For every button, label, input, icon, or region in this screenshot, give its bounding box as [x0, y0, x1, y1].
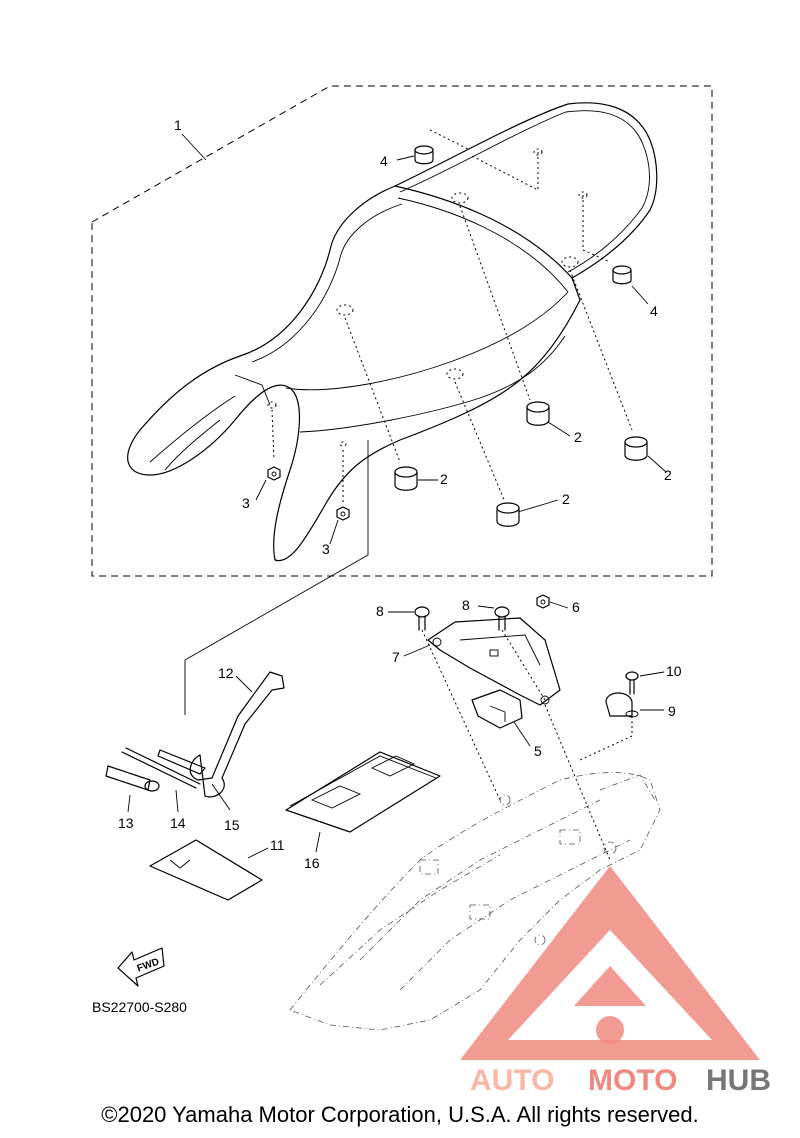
hook-wrench-part — [189, 671, 285, 798]
small-damper-parts — [414, 145, 632, 285]
drawing-code: BS22700-S280 — [92, 999, 187, 1015]
callout-12: 12 — [218, 665, 234, 681]
callout-7: 7 — [392, 649, 400, 665]
owners-manual-part — [285, 751, 441, 833]
callout-14: 14 — [170, 815, 186, 831]
screwdriver-part — [105, 747, 201, 792]
copyright-notice: ©2020 Yamaha Motor Corporation, U.S.A. A… — [101, 1102, 699, 1127]
callout-4-front: 4 — [380, 153, 388, 169]
frame-drawing — [289, 772, 661, 1031]
callout-16: 16 — [304, 855, 320, 871]
callout-6: 6 — [572, 599, 580, 615]
callout-15: 15 — [224, 817, 240, 833]
callout-2-bottom: 2 — [562, 491, 570, 507]
logo-word-moto: MOTO — [588, 1064, 677, 1097]
seat-drawing — [127, 102, 658, 562]
fwd-label: FWD — [136, 956, 161, 974]
tool-bag-part — [149, 839, 263, 901]
logo-word-auto: AUTO — [470, 1064, 554, 1097]
logo-word-hub: HUB — [706, 1064, 771, 1097]
bracket-part — [427, 617, 561, 706]
callout-5: 5 — [534, 743, 542, 759]
callout-8-right: 8 — [462, 597, 470, 613]
callout-labels: 1 4 4 2 2 2 2 3 3 8 8 6 7 10 9 5 12 13 1… — [92, 117, 682, 1015]
callout-leaders — [127, 133, 667, 859]
callout-9: 9 — [668, 703, 676, 719]
nut-parts — [267, 466, 550, 609]
callout-13: 13 — [118, 815, 134, 831]
fwd-arrow-icon: FWD — [117, 947, 165, 987]
callout-4-rear: 4 — [650, 303, 658, 319]
callout-2-mid: 2 — [574, 429, 582, 445]
callout-2-left: 2 — [440, 471, 448, 487]
callout-1: 1 — [174, 117, 182, 133]
seat-assembly-boundary — [91, 85, 713, 577]
holder-part — [471, 689, 523, 729]
callout-3-left: 3 — [242, 495, 250, 511]
callout-10: 10 — [666, 663, 682, 679]
bolt-parts — [414, 606, 639, 695]
damper-parts — [394, 401, 648, 527]
callout-11: 11 — [270, 837, 285, 853]
callout-3-right: 3 — [322, 541, 330, 557]
tool-part — [157, 749, 206, 775]
callout-8-left: 8 — [376, 603, 384, 619]
automotohub-logo: AUTO MOTO HUB — [460, 866, 771, 1097]
clamp-part — [605, 692, 639, 718]
callout-2-right: 2 — [664, 467, 672, 483]
